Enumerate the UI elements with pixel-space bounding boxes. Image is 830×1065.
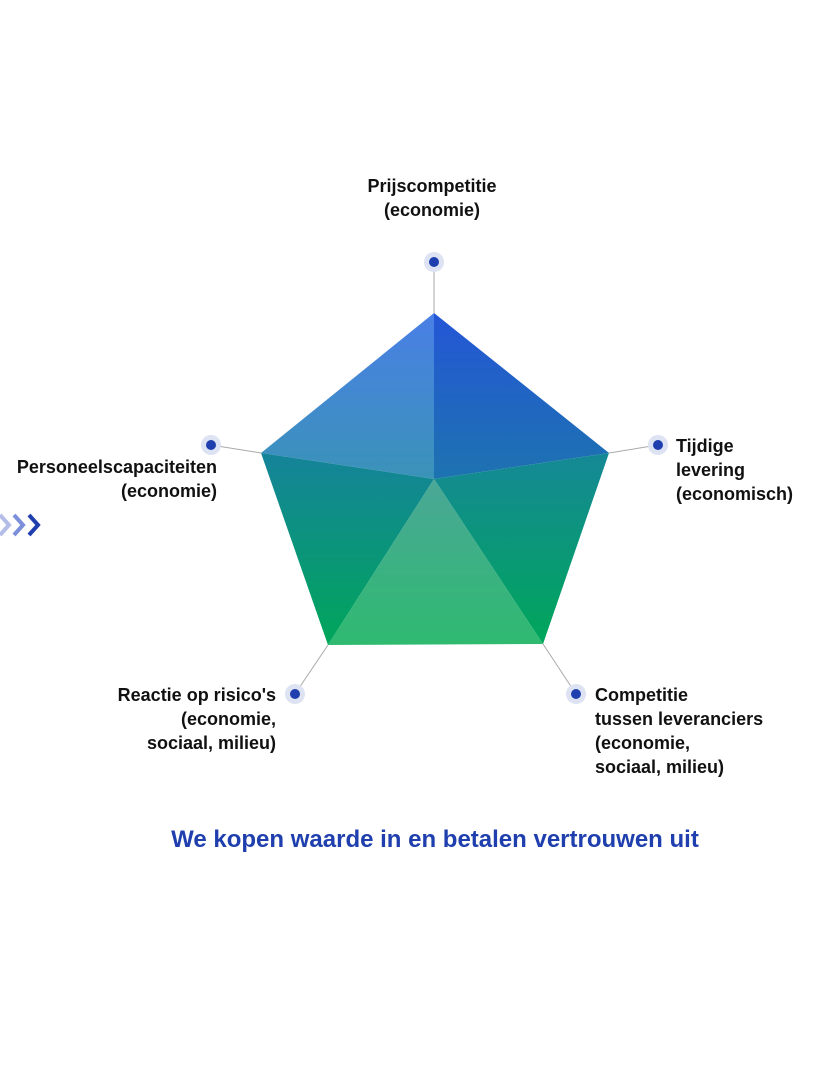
segment-top-right — [434, 313, 609, 479]
vertex-markers — [201, 252, 668, 704]
label-competitie-leveranciers: Competitie tussen leveranciers (economie… — [595, 685, 764, 777]
label-reactie-op-risicos: Reactie op risico's (economie, sociaal, … — [117, 685, 276, 753]
marker-bottom-left — [285, 684, 305, 704]
segment-left — [261, 453, 434, 645]
marker-left — [201, 435, 221, 455]
tagline: We kopen waarde in en betalen vertrouwen… — [171, 826, 699, 853]
label-tijdige-levering: Tijdige levering (economisch) — [676, 436, 794, 504]
segment-bottom — [328, 479, 543, 645]
label-personeelscapaciteiten: Personeelscapaciteiten (economie) — [16, 457, 217, 501]
label-prijscompetitie: Prijscompetitie (economie) — [367, 176, 497, 220]
segment-top-left — [261, 313, 434, 479]
marker-right — [648, 435, 668, 455]
chevron-right-triple-icon — [0, 513, 41, 537]
pentagon — [261, 313, 609, 645]
segment-right — [434, 453, 609, 644]
marker-top — [424, 252, 444, 272]
marker-bottom-right — [566, 684, 586, 704]
